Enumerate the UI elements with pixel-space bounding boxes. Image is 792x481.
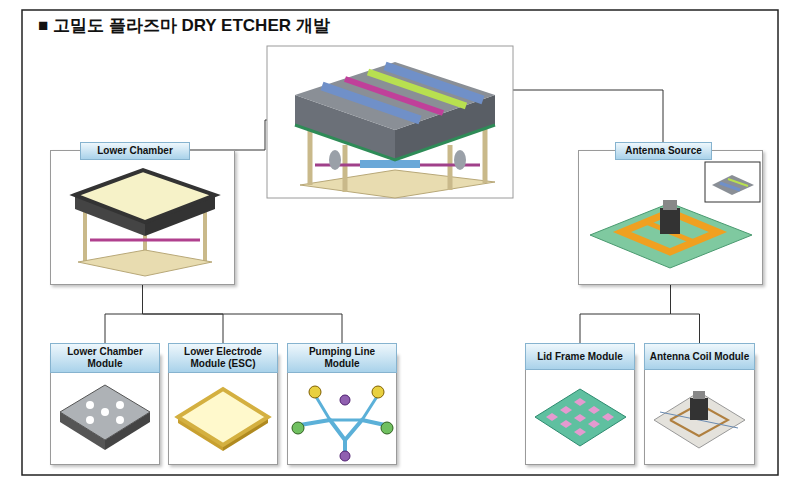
panel-frame: [50, 150, 235, 285]
lid-frame-figure: [535, 389, 626, 446]
module-panel: Lid Frame Module: [525, 343, 635, 465]
outer-frame: [22, 10, 778, 475]
tree-connector: [143, 285, 343, 343]
esc-figure: [178, 389, 268, 451]
module-header: Lower Chamber: [80, 142, 190, 160]
pumping-line-figure: [292, 386, 393, 461]
module-panel: Antenna Source: [578, 142, 763, 285]
lower-chamber-figure: [75, 170, 215, 276]
tree-connector: [671, 285, 700, 343]
module-header: Lower Electrode Module (ESC): [168, 343, 278, 373]
module-header: Pumping Line Module: [287, 343, 397, 373]
module-panel: Lower Electrode Module (ESC): [168, 343, 278, 465]
antenna-coil-figure: [654, 391, 745, 448]
machine-figure: [267, 46, 513, 198]
chamber-module-figure: [60, 385, 150, 450]
module-header: Lower Chamber Module: [50, 343, 160, 373]
tree-connector: [580, 285, 671, 343]
antenna-source-figure: [590, 162, 760, 268]
module-header: Antenna Coil Module: [644, 343, 755, 370]
module-panel: Lower Chamber: [50, 142, 235, 285]
tree-connector: [105, 285, 143, 343]
module-panel: Lower Chamber Module: [50, 343, 160, 465]
diagram-title: ■ 고밀도 플라즈마 DRY ETCHER 개발: [38, 14, 330, 37]
module-header: Lid Frame Module: [525, 343, 635, 370]
module-panel: Pumping Line Module: [287, 343, 397, 465]
module-header: Antenna Source: [615, 142, 712, 160]
module-panel: Antenna Coil Module: [644, 343, 755, 465]
panel-frame: [578, 150, 763, 285]
